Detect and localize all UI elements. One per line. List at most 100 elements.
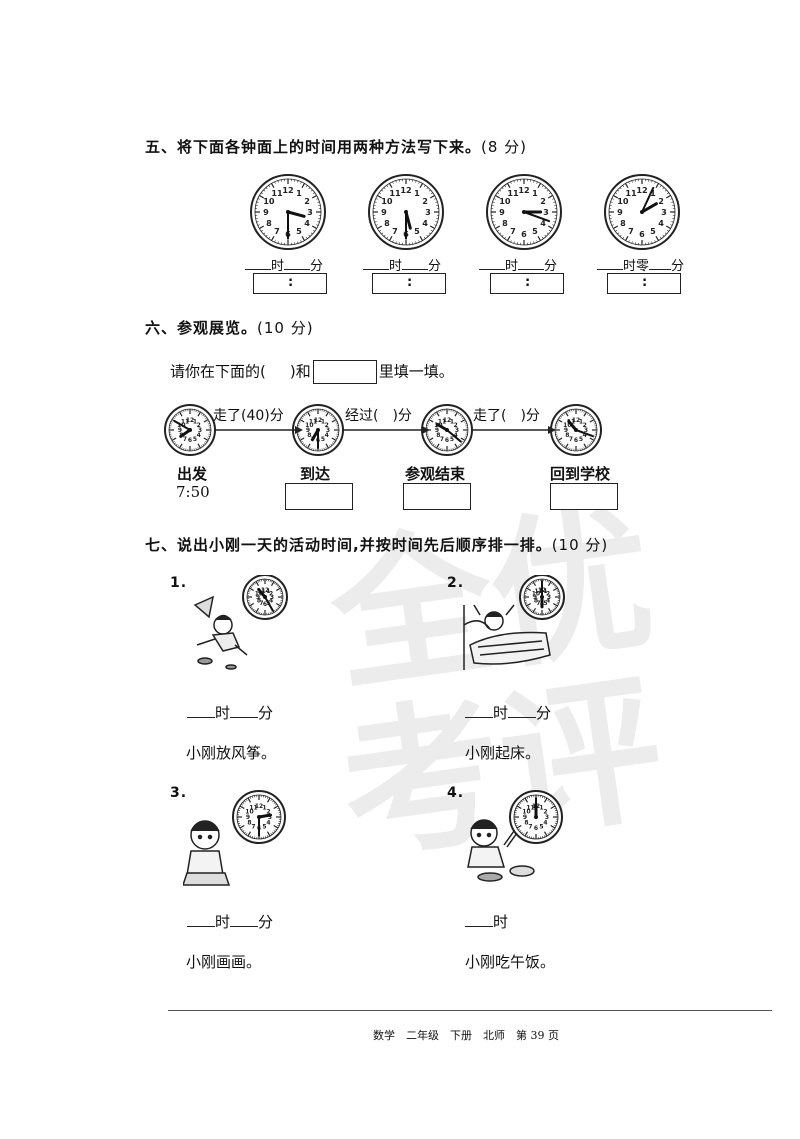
clock-numeral: 8 [565,432,569,439]
section6-title-text: 六、参观展览。 [145,319,258,337]
clock-numeral: 5 [414,226,420,236]
clock-numeral: 5 [296,226,302,236]
clock-numeral: 12 [255,803,263,810]
clock-numeral: 2 [546,591,550,598]
section7-title: 七、说出小刚一天的活动时间,并按时间先后顺序排一排。(10 分) [145,534,608,555]
clock-numeral: 1 [262,805,266,812]
section6-title: 六、参观展览。(10 分) [145,317,314,338]
clock-numeral: 1 [193,418,197,425]
clock-numeral: 3 [543,207,549,217]
item-1-answer: 时分 [187,702,273,723]
clock-numeral: 8 [436,432,440,439]
clock-numeral: 2 [304,196,310,206]
clock-numeral: 2 [422,196,428,206]
clock-numeral: 6 [574,437,578,444]
clock-numeral: 12 [400,185,411,195]
clock-numeral: 8 [257,598,261,605]
s5-answer-box-1[interactable]: : [253,273,327,294]
clock-numeral: 5 [539,824,543,831]
item-1-caption: 小刚放风筝。 [186,744,277,762]
clock-numeral: 10 [255,591,263,598]
minute-hand [575,429,594,438]
clock-numeral: 2 [583,422,587,429]
clock-numeral: 12 [261,587,269,594]
clock-numeral: 12 [443,417,451,424]
clock-numeral: 12 [572,417,580,424]
item-2-caption: 小刚起床。 [465,744,541,762]
clock-numeral: 12 [186,417,194,424]
clock-numeral: 5 [579,436,583,443]
section7-points: (10 分) [551,536,609,554]
section5-points: (8 分) [481,138,528,156]
clock-numeral: 11 [438,418,446,425]
step-label-3: 走了( )分 [473,408,540,424]
clock-numeral: 5 [262,824,266,831]
clock-numeral: 7 [274,226,280,236]
label-end: 参观结束 [405,465,466,483]
clock-numeral: 5 [532,226,538,236]
clock-numeral: 10 [499,196,511,206]
section6-points: (10 分) [257,319,314,337]
clock-numeral: 2 [197,422,201,429]
clock-numeral: 5 [650,226,656,236]
clock-numeral: 10 [305,422,313,429]
clock-numeral: 9 [256,594,260,601]
item-3-number: 3. [170,785,188,801]
drawing-boy-illustration [183,820,231,886]
instruction-sample-box [312,360,377,384]
return-time-box[interactable] [550,483,618,510]
item-2-answer: 时分 [465,702,551,723]
clock-numeral: 11 [625,188,637,198]
clock-numeral: 2 [266,809,270,816]
clock-numeral: 6 [521,229,527,239]
clock-numeral: 8 [620,218,626,228]
s5-answer-box-3[interactable]: : [490,273,564,294]
clock-numeral: 5 [321,436,325,443]
clock-numeral: 10 [617,196,629,206]
clock-numeral: 3 [661,207,667,217]
clock-numeral: 4 [540,218,546,228]
clock-numeral: 5 [193,436,197,443]
s5-min-2: 分 [428,259,442,274]
s5-hour-3: 时 [505,259,519,274]
clock-numeral: 4 [197,432,201,439]
eating-boy-illustration [467,819,535,882]
clock-numeral: 9 [263,207,269,217]
clock-numeral: 8 [307,432,311,439]
section5-clocks: 1234567891011121234567891011121234567891… [250,174,680,250]
clock-numeral: 11 [271,188,283,198]
label-start: 出发 [177,465,208,483]
clock-numeral: 2 [325,422,329,429]
clock-numeral: 7 [528,824,532,831]
item-2-number: 2. [447,575,465,591]
clock-numeral: 8 [524,820,528,827]
clock-numeral: 3 [547,594,551,601]
clock-numeral: 11 [181,418,189,425]
clock-numeral: 4 [304,218,310,228]
clock-numeral: 2 [543,809,547,816]
step-label-2: 经过( )分 [345,408,412,424]
s5-answer-box-4[interactable]: : [607,273,681,294]
label-arrive: 到达 [300,465,331,483]
clock-numeral: 12 [282,185,293,195]
clock-numeral: 12 [636,185,647,195]
s5-hour-1: 时 [271,259,285,274]
arrive-time-box[interactable] [285,483,353,510]
clock-numeral: 6 [639,229,645,239]
clock-numeral: 2 [658,196,664,206]
minute-hand [446,429,462,443]
clock-numeral: 1 [296,188,302,198]
footer-rule [168,1010,772,1011]
clock-numeral: 4 [546,598,550,605]
kite-boy-illustration [193,595,248,670]
clock-numeral: 5 [450,436,454,443]
clock-numeral: 7 [251,824,255,831]
end-time-box[interactable] [403,483,471,510]
clock-numeral: 7 [536,600,540,607]
section5-title: 五、将下面各钟面上的时间用两种方法写下来。(8 分) [145,136,527,157]
s5-answer-box-2[interactable]: : [372,273,446,294]
